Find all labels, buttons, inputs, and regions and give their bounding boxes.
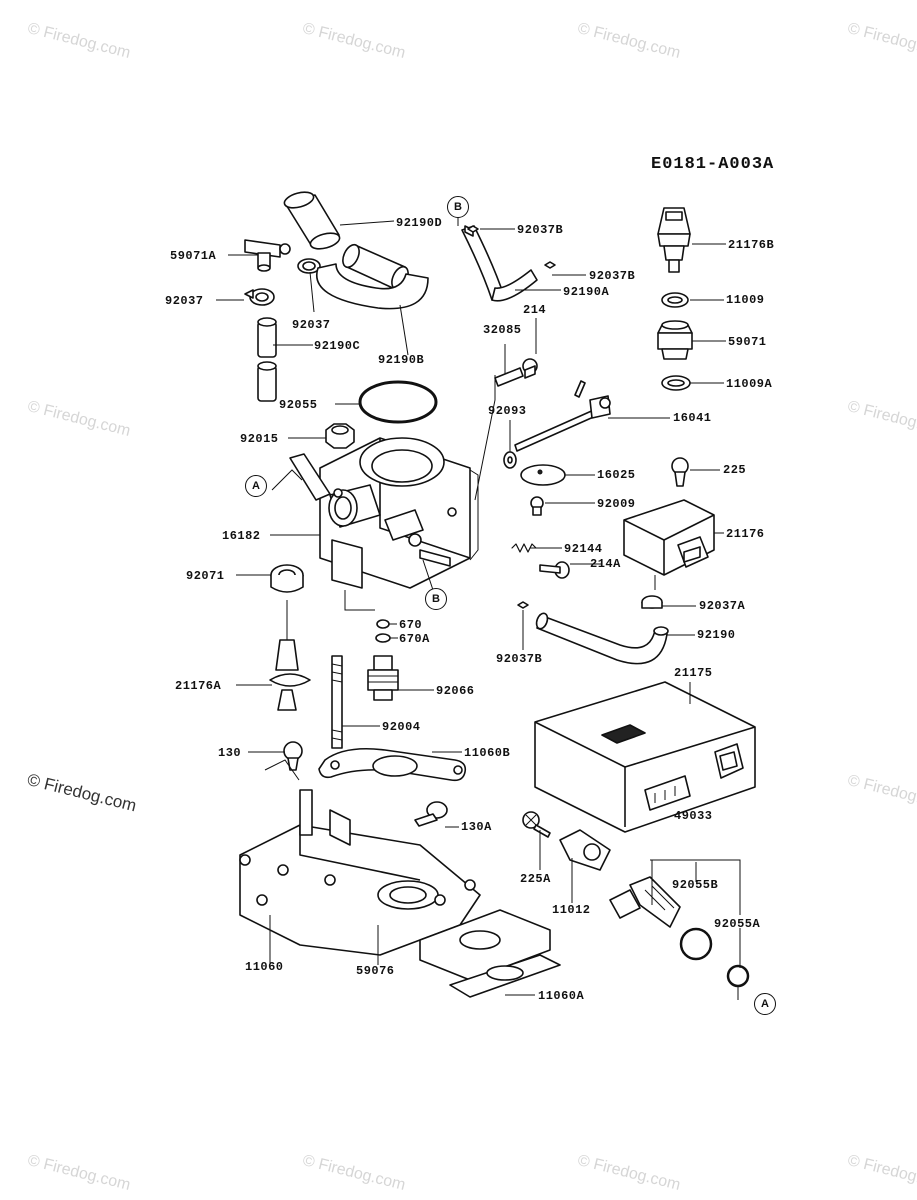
nut-92015 (325, 423, 355, 449)
washer-11009a (661, 375, 691, 391)
part-label-92055: 92055 (279, 398, 318, 412)
part-label-11009a: 11009A (726, 377, 773, 391)
ecu-21175 (534, 681, 756, 833)
bolt-130 (283, 741, 303, 771)
bracket-32085 (494, 358, 538, 387)
screw-225a (522, 811, 551, 838)
manifold-59076 (239, 789, 551, 981)
part-label-92037b: 92037B (517, 223, 564, 237)
part-label-11060a: 11060A (538, 989, 585, 1003)
hose-92190a (461, 225, 538, 302)
clamp-92037 (244, 258, 321, 306)
diagram-code: E0181-A003A (651, 155, 775, 174)
part-label-92055b: 92055B (672, 878, 719, 892)
hose-92190d (283, 191, 341, 250)
part-label-92037a: 92037A (699, 599, 746, 613)
part-label-92066: 92066 (436, 684, 475, 698)
part-label-92055a: 92055A (714, 917, 761, 931)
part-label-92004: 92004 (382, 720, 421, 734)
gasket-11060a (449, 954, 561, 998)
part-label-92037: 92037 (292, 318, 331, 332)
part-label-21175: 21175 (674, 666, 713, 680)
part-label-130a: 130A (461, 820, 492, 834)
part-label-92093: 92093 (488, 404, 527, 418)
part-label-11060b: 11060B (464, 746, 511, 760)
part-label-92037b: 92037B (589, 269, 636, 283)
shaft-16041 (514, 380, 611, 452)
part-label-92190b: 92190B (378, 353, 425, 367)
part-label-92037: 92037 (165, 294, 204, 308)
part-label-11012: 11012 (552, 903, 591, 917)
part-label-92037b: 92037B (496, 652, 543, 666)
part-label-92190a: 92190A (563, 285, 610, 299)
part-label-16041: 16041 (673, 411, 712, 425)
part-label-92009: 92009 (597, 497, 636, 511)
bolt-130a (414, 801, 448, 827)
part-label-130: 130 (218, 746, 242, 760)
hose-92190c (257, 317, 277, 402)
screw-92009 (530, 496, 544, 516)
part-label-11009: 11009 (726, 293, 765, 307)
part-label-670a: 670A (399, 632, 430, 646)
part-label-92190c: 92190C (314, 339, 361, 353)
part-label-16025: 16025 (597, 468, 636, 482)
leader-lines (216, 216, 741, 1000)
part-label-214a: 214A (590, 557, 621, 571)
part-label-32085: 32085 (483, 323, 522, 337)
washer-11009 (661, 292, 689, 308)
callout-a: A (754, 993, 776, 1015)
part-label-11060: 11060 (245, 960, 284, 974)
washer-92093 (503, 451, 517, 469)
fitting-59071a (244, 239, 291, 272)
screw-214a (539, 561, 570, 579)
hose-92190b (316, 243, 429, 310)
part-label-92015: 92015 (240, 432, 279, 446)
clips-92037b (467, 225, 556, 609)
sensor-21176b (657, 207, 691, 273)
part-label-92144: 92144 (564, 542, 603, 556)
bracket-11012 (559, 829, 611, 871)
sensor-92071 (270, 564, 304, 593)
throttle-body-16182 (289, 437, 479, 589)
plug-92066 (367, 655, 399, 701)
part-label-214: 214 (523, 303, 547, 317)
part-label-21176: 21176 (726, 527, 765, 541)
part-label-59076: 59076 (356, 964, 395, 978)
o-ring-92055a (726, 964, 750, 988)
part-label-16182: 16182 (222, 529, 261, 543)
o-rings-670 (375, 619, 391, 643)
stud-92004 (331, 655, 343, 749)
part-label-59071a: 59071A (170, 249, 217, 263)
part-label-225: 225 (723, 463, 747, 477)
callout-a: A (245, 475, 267, 497)
callout-b: B (425, 588, 447, 610)
part-label-59071: 59071 (728, 335, 767, 349)
part-label-225a: 225A (520, 872, 551, 886)
spring-92144 (511, 543, 537, 553)
part-label-21176a: 21176A (175, 679, 222, 693)
o-ring-92055b (679, 927, 713, 961)
o-ring-92055 (358, 380, 438, 424)
part-label-670: 670 (399, 618, 423, 632)
part-label-92071: 92071 (186, 569, 225, 583)
part-label-92190d: 92190D (396, 216, 443, 230)
fitting-59071 (657, 320, 693, 360)
injector-49033 (609, 876, 681, 928)
valve-16025 (520, 464, 566, 486)
hose-92190 (535, 612, 669, 665)
part-label-21176b: 21176B (728, 238, 775, 252)
sensor-21176a (269, 600, 311, 711)
part-label-92190: 92190 (697, 628, 736, 642)
clamp-92037a (641, 595, 663, 609)
gasket-11060b (318, 747, 467, 782)
sensor-21176 (623, 499, 715, 590)
callout-b: B (447, 196, 469, 218)
screw-225 (671, 457, 689, 487)
part-label-49033: 49033 (674, 809, 713, 823)
